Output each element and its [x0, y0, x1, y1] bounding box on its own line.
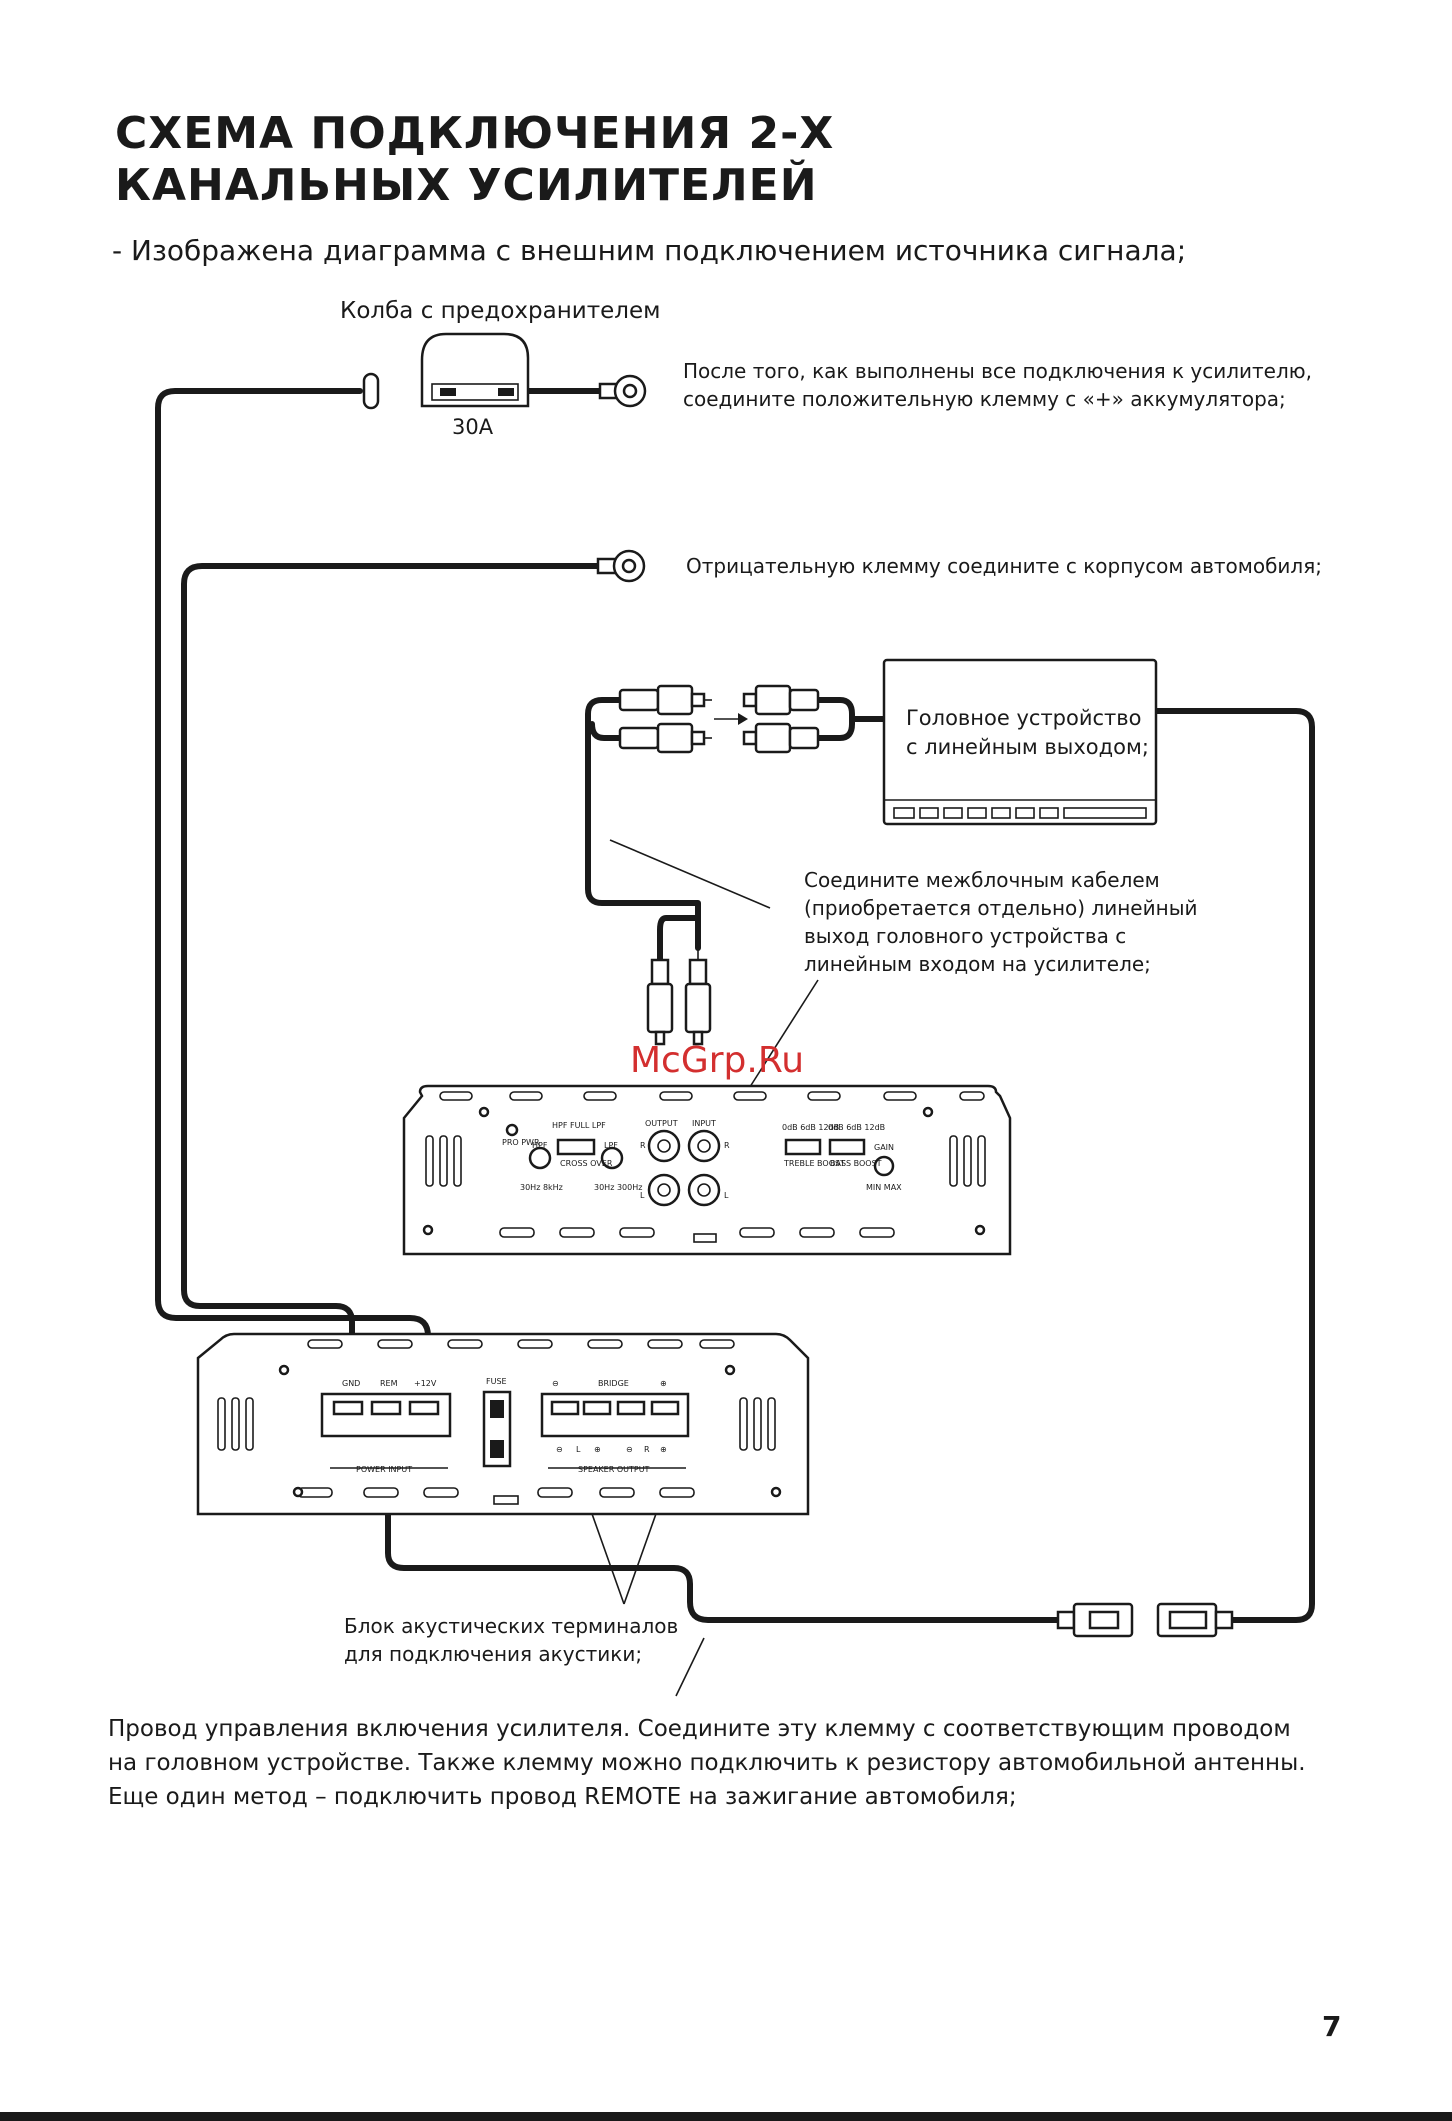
bottom-rule — [0, 2112, 1452, 2121]
svg-text:L: L — [724, 1191, 729, 1200]
negative-wire — [181, 563, 601, 1379]
svg-text:OUTPUT: OUTPUT — [645, 1119, 678, 1128]
rca-cable-note: Соедините межблочным кабелем (приобретае… — [804, 868, 1198, 976]
speaker-terminal-block — [540, 1392, 690, 1438]
svg-text:GAIN: GAIN — [874, 1143, 894, 1152]
svg-text:0dB 6dB 12dB: 0dB 6dB 12dB — [828, 1123, 885, 1132]
fuse-holder-label: Колба с предохранителем — [340, 298, 661, 324]
svg-text:L: L — [640, 1191, 645, 1200]
svg-text:⊕: ⊕ — [660, 1379, 667, 1388]
lpf-knob — [600, 1146, 624, 1170]
amp-bottom-side-slots — [217, 1397, 776, 1451]
rca-cable-left — [585, 697, 701, 951]
output-r-jack — [647, 1129, 681, 1163]
svg-text:30Hz 300Hz: 30Hz 300Hz — [594, 1183, 642, 1192]
fuse-holder — [362, 332, 647, 410]
rca-plugs-head-unit-side — [618, 684, 820, 754]
amplifier-signal-panel: PRO PWR HPF LPF HPF FULL LPF CROSS OVER … — [402, 1084, 1012, 1256]
amp-top-vents — [439, 1091, 985, 1243]
input-r-jack — [687, 1129, 721, 1163]
positive-terminal-note: После того, как выполнены все подключени… — [683, 359, 1312, 411]
head-unit — [882, 658, 1158, 826]
hpf-knob — [528, 1146, 552, 1170]
svg-text:FUSE: FUSE — [486, 1377, 507, 1386]
svg-text:MIN MAX: MIN MAX — [866, 1183, 902, 1192]
svg-text:⊖: ⊖ — [626, 1445, 633, 1454]
input-l-jack — [687, 1173, 721, 1207]
treble-switch — [784, 1138, 822, 1156]
svg-text:PRO PWR: PRO PWR — [502, 1138, 540, 1147]
svg-text:⊕: ⊕ — [660, 1445, 667, 1454]
svg-text:L: L — [576, 1445, 581, 1454]
svg-text:R: R — [640, 1141, 646, 1150]
fuse-slot — [482, 1390, 512, 1468]
svg-text:R: R — [644, 1445, 650, 1454]
gain-knob — [873, 1155, 895, 1177]
watermark: McGrp.Ru — [630, 1040, 805, 1081]
positive-wire — [155, 388, 431, 1379]
svg-text:TREBLE BOOST: TREBLE BOOST — [783, 1159, 845, 1168]
rca-cable-right — [815, 697, 855, 741]
svg-text:HPF FULL LPF: HPF FULL LPF — [552, 1121, 606, 1130]
svg-text:GND: GND — [342, 1379, 360, 1388]
svg-text:CROSS OVER: CROSS OVER — [560, 1159, 613, 1168]
fuse-rating-label: 30A — [452, 415, 494, 439]
svg-text:BASS BOOST: BASS BOOST — [830, 1159, 882, 1168]
svg-text:+12V: +12V — [414, 1379, 437, 1388]
rca-cable-split — [657, 915, 701, 963]
power-terminal-block — [320, 1392, 452, 1438]
svg-text:⊕: ⊕ — [594, 1445, 601, 1454]
svg-text:0dB 6dB 12dB: 0dB 6dB 12dB — [782, 1123, 839, 1132]
svg-text:⊖: ⊖ — [552, 1379, 559, 1388]
remote-wire-note: Провод управления включения усилителя. С… — [108, 1716, 1306, 1810]
svg-text:⊖: ⊖ — [556, 1445, 563, 1454]
negative-terminal-note: Отрицательную клемму соедините с корпусо… — [686, 554, 1322, 578]
svg-text:BRIDGE: BRIDGE — [598, 1379, 629, 1388]
amp-top-side-slots — [425, 1135, 986, 1187]
svg-text:30Hz 8kHz: 30Hz 8kHz — [520, 1183, 563, 1192]
amplifier-power-panel: GND REM +12V FUSE BRIDGE ⊖ ⊕ POWER INPUT… — [196, 1332, 810, 1516]
svg-text:REM: REM — [380, 1379, 398, 1388]
page-number: 7 — [1322, 2010, 1342, 2043]
speaker-terminal-note: Блок акустических терминалов для подключ… — [344, 1614, 679, 1666]
svg-text:HPF: HPF — [532, 1141, 548, 1150]
output-l-jack — [647, 1173, 681, 1207]
svg-text:R: R — [724, 1141, 730, 1150]
ground-ring-terminal — [596, 549, 646, 583]
crossover-switch — [556, 1138, 596, 1156]
rca-cable-left-2 — [589, 721, 623, 741]
rca-pointer-line — [609, 839, 771, 909]
rca-pointer-line-2 — [747, 979, 819, 1091]
remote-pointer — [675, 1637, 705, 1697]
remote-wire-headunit — [1153, 708, 1315, 1623]
subtitle: - Изображена диаграмма с внешним подключ… — [112, 234, 1187, 267]
svg-text:SPEAKER OUTPUT: SPEAKER OUTPUT — [578, 1465, 650, 1474]
svg-text:POWER INPUT: POWER INPUT — [356, 1465, 412, 1474]
rca-plugs-amp-side — [646, 940, 712, 1046]
remote-connector — [1056, 1602, 1234, 1638]
remote-wire — [385, 1491, 1061, 1623]
bass-switch — [828, 1138, 866, 1156]
amp-bottom-vents — [297, 1339, 735, 1505]
svg-text:INPUT: INPUT — [692, 1119, 716, 1128]
svg-text:LPF: LPF — [604, 1141, 618, 1150]
